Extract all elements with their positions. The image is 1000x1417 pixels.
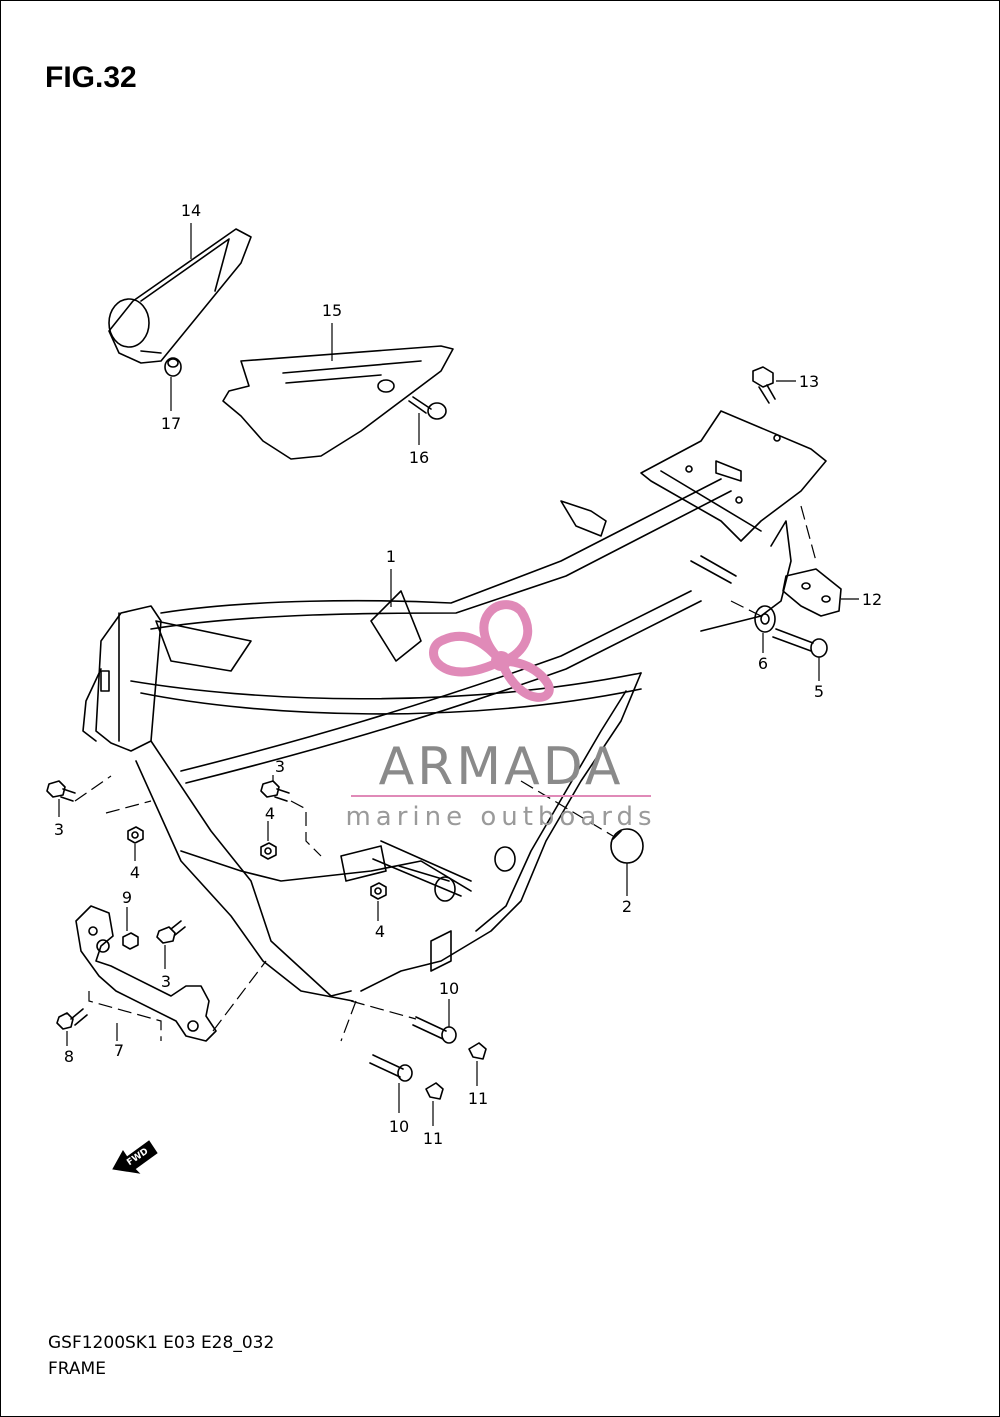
watermark-brand: ARMADA (379, 737, 624, 797)
callout-8: 8 (64, 1047, 74, 1066)
callout-3-center: 3 (275, 757, 285, 776)
section-name: FRAME (48, 1359, 106, 1379)
armada-logo-hub (491, 651, 511, 671)
callout-4-left: 4 (130, 863, 140, 882)
callout-9: 9 (122, 888, 132, 907)
footrest-bracket (75, 905, 217, 1042)
callout-13: 13 (799, 372, 819, 391)
flange-bolt (752, 366, 776, 404)
figure-title: FIG.32 (45, 61, 137, 94)
callout-16: 16 (409, 448, 429, 467)
drawing-code: GSF1200SK1 E03 E28_032 (48, 1333, 275, 1353)
callout-14: 14 (181, 201, 201, 220)
screw (408, 396, 447, 420)
watermark-tagline: marine outboards (345, 802, 656, 832)
callout-numbers: 14 15 17 16 13 1 12 6 5 3 3 4 4 4 2 9 3 … (54, 201, 882, 1148)
hex-nut (370, 882, 387, 900)
armada-watermark: ARMADA marine outboards (345, 600, 656, 832)
hex-bolt (260, 780, 290, 802)
callout-11-upper: 11 (468, 1089, 488, 1108)
rear-bracket (782, 568, 842, 617)
main-frame (82, 410, 827, 1002)
callout-1: 1 (386, 547, 396, 566)
hex-bolt (56, 1008, 88, 1030)
callout-15: 15 (322, 301, 342, 320)
hex-nut (122, 932, 139, 950)
dashed-assembly-lines (74, 505, 817, 1042)
washer (754, 605, 776, 633)
frame-cap (610, 828, 644, 864)
callout-4-center: 4 (265, 804, 275, 823)
engine-mount-bolt (369, 1054, 413, 1082)
hex-bolt (46, 780, 76, 802)
callout-11-lower: 11 (423, 1129, 443, 1148)
callout-4-right: 4 (375, 922, 385, 941)
callout-2: 2 (622, 897, 632, 916)
hex-nut (260, 842, 277, 860)
callout-5: 5 (814, 682, 824, 701)
callout-12: 12 (862, 590, 882, 609)
bolt-cap (468, 1042, 487, 1060)
side-cover-rear (222, 345, 454, 460)
engine-mount-bolt (412, 1016, 457, 1044)
bolt (772, 628, 828, 658)
hex-bolt (156, 920, 186, 944)
side-cover-front (108, 228, 252, 364)
callout-6: 6 (758, 654, 768, 673)
callout-17: 17 (161, 414, 181, 433)
callout-3-lower: 3 (161, 972, 171, 991)
callout-7: 7 (114, 1041, 124, 1060)
callout-10-upper: 10 (439, 979, 459, 998)
armada-logo-icon (429, 600, 554, 702)
bolt-cap (425, 1082, 444, 1100)
callout-3-left: 3 (54, 820, 64, 839)
forward-direction-icon: FWD (112, 1140, 158, 1174)
callout-10-lower: 10 (389, 1117, 409, 1136)
grommet (164, 357, 182, 377)
leader-lines (58, 223, 859, 1126)
hex-nut (127, 826, 144, 844)
